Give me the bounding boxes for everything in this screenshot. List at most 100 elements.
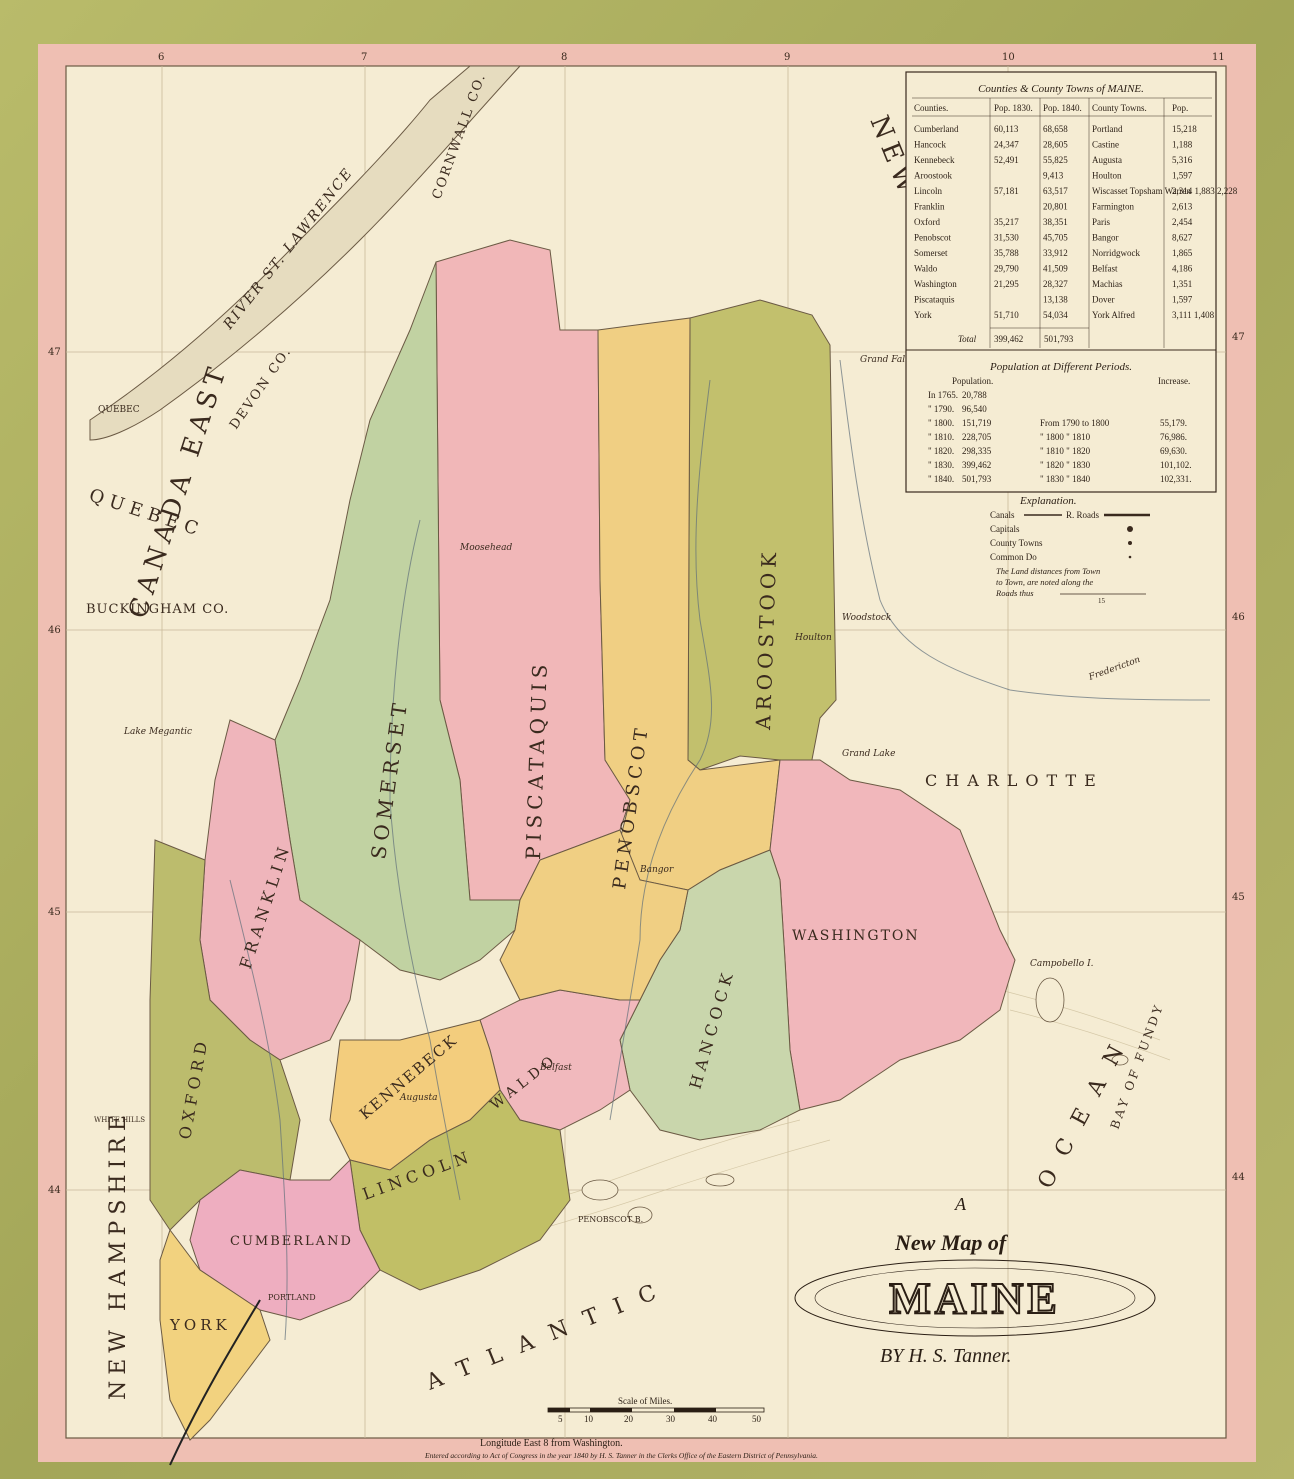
counties-row-cell: 1,865 [1172,248,1193,258]
counties-row-cell: 1,597 [1172,295,1193,305]
counties-row-cell: 55,825 [1043,155,1068,165]
population-row-cell: 20,788 [962,390,987,400]
counties-row-cell: Dover [1092,295,1115,305]
scale-tick-50: 50 [752,1414,762,1424]
label-new-hampshire: NEW HAMPSHIRE [106,1109,131,1400]
counties-row-cell: Norridgwock [1092,248,1140,258]
counties-row-cell: Belfast [1092,264,1118,274]
population-row-cell: 102,331. [1160,474,1192,484]
population-row-cell: From 1790 to 1800 [1040,418,1110,428]
population-row-cell: 96,540 [962,404,987,414]
counties-row-cell: 63,517 [1043,186,1068,196]
counties-row-cell: York [914,310,932,320]
counties-row-cell: 33,912 [1043,248,1068,258]
population-row-cell: " 1800. [928,418,954,428]
population-row-cell: 228,705 [962,432,992,442]
lat-tick-44-right: 44 [1232,1172,1245,1183]
counties-total-label: Total [958,334,977,344]
counties-row-cell: 41,509 [1043,264,1068,274]
counties-row-cell: 68,658 [1043,124,1068,134]
counties-total-1840: 501,793 [1044,334,1074,344]
lon-tick-8: 8 [561,52,567,63]
counties-row-cell: 28,605 [1043,140,1068,150]
label-cumberland: CUMBERLAND [230,1234,353,1249]
counties-row-cell: 1,351 [1172,279,1192,289]
counties-header-cell: Counties. [914,103,948,113]
st-lawrence-river [89,65,522,441]
population-col-inc: Increase. [1158,376,1190,386]
place-houlton: Houlton [794,633,832,643]
scale-label: Scale of Miles. [618,1396,672,1406]
counties-row-cell: 31,530 [994,233,1019,243]
counties-row-cell: 24,347 [994,140,1019,150]
place-campobello: Campobello I. [1030,959,1094,969]
counties-row-cell: York Alfred [1092,310,1135,320]
lon-tick-6: 6 [158,52,164,63]
lat-tick-46-right: 46 [1232,612,1245,623]
population-row-cell: 69,630. [1160,446,1187,456]
lon-tick-10: 10 [1002,52,1015,63]
counties-row-cell: Penobscot [914,233,951,243]
scale-tick-30: 30 [666,1414,676,1424]
counties-table-heading: Counties & County Towns of MAINE. [978,83,1144,95]
counties-row-cell: 28,327 [1043,279,1068,289]
counties-row-cell: 57,181 [994,186,1019,196]
rivers [229,359,1211,1341]
population-row-cell: " 1810. [928,432,954,442]
railroad-line [169,1299,261,1466]
title-flourish [794,1259,1156,1337]
counties-row-cell: Castine [1092,140,1119,150]
counties-row-cell: 2,454 [1172,217,1193,227]
counties-row-cell: Hancock [914,140,946,150]
explanation-legend: Explanation. Canals R. Roads Capitals Co… [990,495,1150,605]
counties-row-cell: Paris [1092,217,1110,227]
population-row-cell: " 1800 " 1810 [1040,432,1091,442]
population-row-cell: 501,793 [962,474,992,484]
counties-row-cell: Kennebeck [914,155,955,165]
counties-row-cell: Somerset [914,248,948,258]
scale-tick-20: 20 [624,1414,634,1424]
lat-tick-45: 45 [48,907,61,918]
counties-row-cell: 21,295 [994,279,1019,289]
population-row-cell: 76,986. [1160,432,1187,442]
explanation-heading: Explanation. [1019,495,1077,507]
counties-row-cell: Franklin [914,202,945,212]
counties-row-cell: 60,113 [994,124,1019,134]
counties-row-cell: 29,790 [994,264,1019,274]
place-grand-lake: Grand Lake [842,749,895,759]
counties-table-header: Counties.Pop. 1830.Pop. 1840.County Town… [914,103,1188,113]
county-york [159,1228,271,1441]
scale-tick-40: 40 [708,1414,718,1424]
counties-row-cell: 13,138 [1043,295,1068,305]
population-row-cell: " 1840. [928,474,954,484]
label-charlotte: CHARLOTTE [925,771,1104,790]
counties-row-cell: Machias [1092,279,1123,289]
counties-row-cell: 8,627 [1172,233,1193,243]
longitude-labels: 6 7 8 9 10 11 [158,52,1225,63]
counties-total-1830: 399,462 [994,334,1023,344]
population-row-cell: " 1820 " 1830 [1040,460,1091,470]
counties-row-cell: 54,034 [1043,310,1068,320]
population-row-cell: " 1830. [928,460,954,470]
scale-tick-5: 5 [558,1414,563,1424]
counties-row-cell: 9,413 [1043,171,1064,181]
counties-row-cell: Cumberland [914,124,959,134]
lon-tick-11: 11 [1212,52,1225,63]
legend-common-symbol [1128,555,1132,559]
footer-longitude: Longitude East 8 from Washington. [480,1438,623,1449]
counties-row-cell: Lincoln [914,186,942,196]
counties-row-cell: 2,314 1,883 2,228 [1172,186,1238,196]
counties-row-cell: Farmington [1092,202,1134,212]
counties-row-cell: 35,217 [994,217,1019,227]
county-lincoln [349,1089,571,1291]
counties-row-cell: 2,613 [1172,202,1193,212]
counties-row-cell: Wiscasset Topsham Warren [1092,186,1191,196]
counties-row-cell: 51,710 [994,310,1019,320]
legend-note-num: 15 [1098,597,1106,605]
coastal-islands [581,977,1129,1224]
lon-tick-7: 7 [361,52,367,63]
lat-tick-47: 47 [48,347,61,358]
place-white-hills: WHITE HILLS [94,1116,145,1124]
title-author: BY H. S. Tanner. [880,1345,1012,1367]
